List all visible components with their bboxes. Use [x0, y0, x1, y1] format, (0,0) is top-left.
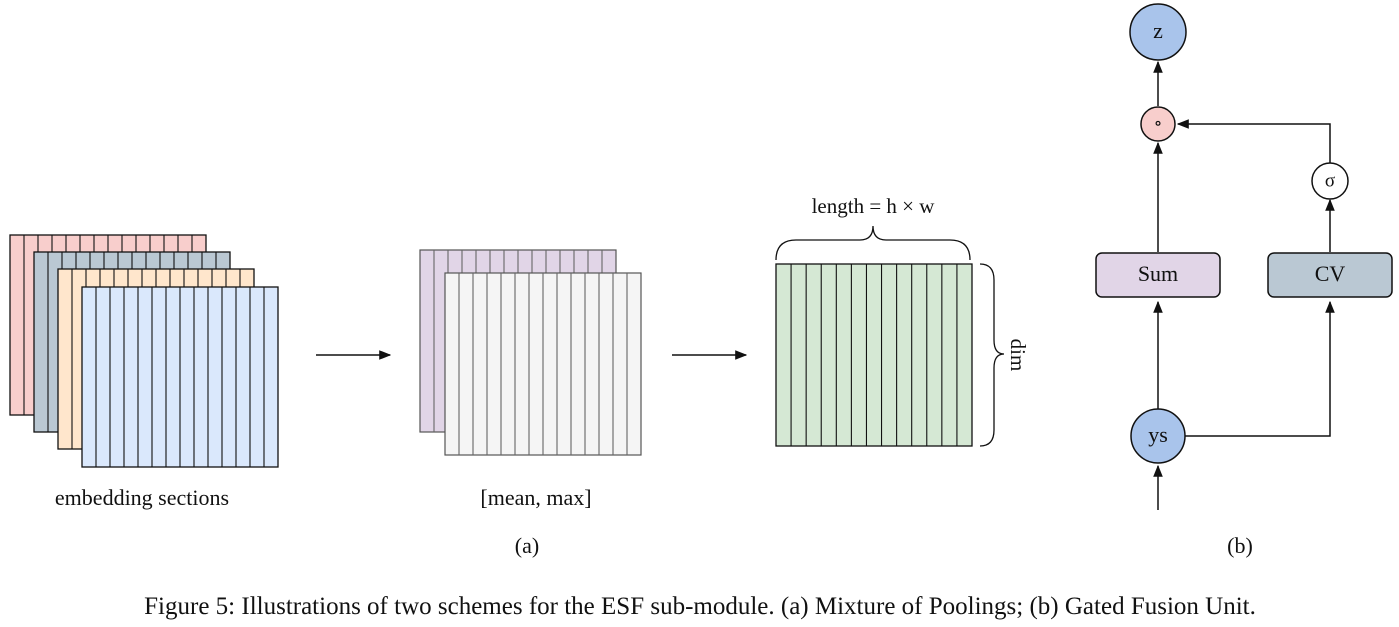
output-matrix-rect — [775, 263, 973, 447]
sum-box — [1095, 252, 1221, 298]
output-matrix — [775, 263, 973, 447]
arrow-ys-to-cv — [1185, 300, 1335, 437]
dim-label: dim — [1006, 339, 1030, 372]
embedding-section-4 — [81, 286, 279, 468]
dim-brace — [979, 263, 1005, 447]
embedding-stack — [9, 234, 279, 468]
z-label: z — [1153, 18, 1163, 43]
pooling-label: [mean, max] — [480, 485, 591, 510]
cv-label: CV — [1315, 261, 1346, 286]
figure-caption: Figure 5: Illustrations of two schemes f… — [144, 593, 1256, 620]
z-node — [1129, 3, 1187, 61]
product-node — [1140, 106, 1176, 142]
subfig-b-label: (b) — [1227, 533, 1253, 558]
ys-node — [1130, 408, 1186, 464]
cv-box — [1267, 252, 1393, 298]
product-label: ∘ — [1154, 113, 1163, 133]
pooling-map-2 — [444, 272, 642, 456]
embedding-sections-label: embedding sections — [55, 485, 229, 510]
ys-label: ys — [1148, 422, 1168, 447]
length-brace — [775, 225, 971, 261]
sigma-node — [1311, 162, 1349, 200]
pooling-stack — [419, 249, 642, 456]
subfig-a-label: (a) — [515, 533, 539, 558]
sum-label: Sum — [1138, 261, 1178, 286]
sigma-label: σ — [1325, 170, 1335, 191]
length-label: length = h × w — [812, 194, 936, 218]
arrow-sigma-to-product — [1176, 119, 1331, 163]
